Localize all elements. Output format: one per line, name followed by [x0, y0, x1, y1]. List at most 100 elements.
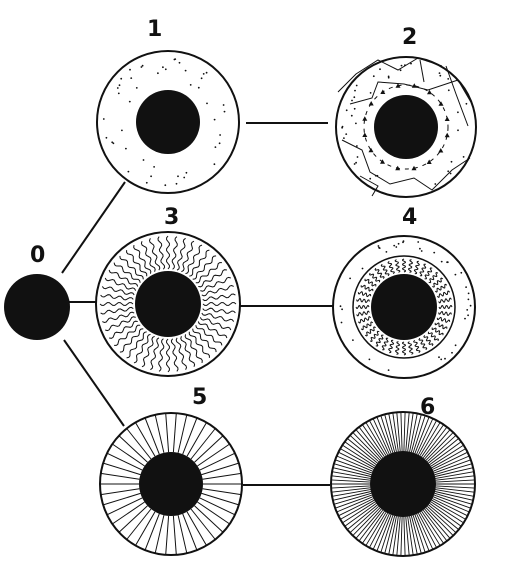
wavy-line: [388, 339, 395, 354]
stipple-dot: [162, 66, 164, 69]
wavy-line: [381, 337, 389, 351]
stipple-dot: [105, 136, 108, 139]
stipple-dot: [213, 118, 216, 121]
radial-line: [416, 513, 434, 550]
stipple-dot: [214, 146, 217, 149]
radial-line: [194, 435, 224, 463]
stipple-dot: [467, 314, 469, 317]
crack-line: [359, 175, 379, 197]
label-3: 3: [164, 205, 179, 230]
node-5-sparse-radial-shell: [99, 412, 243, 556]
wavy-line: [200, 276, 231, 292]
stipple-dot: [378, 247, 381, 250]
radial-line: [410, 515, 422, 554]
dark-core: [374, 95, 438, 159]
connector-0-5: [63, 339, 125, 427]
stipple-dot: [450, 160, 453, 163]
radial-line: [352, 507, 381, 536]
stipple-dot: [339, 305, 342, 308]
wavy-line: [380, 263, 390, 277]
wavy-line: [413, 339, 421, 354]
wavy-line: [431, 327, 444, 336]
radial-line: [332, 489, 371, 497]
radial-line: [405, 516, 410, 556]
stipple-dot: [454, 273, 457, 276]
stipple-dot: [125, 147, 127, 150]
radial-line: [118, 505, 148, 533]
wavy-line: [150, 337, 160, 371]
stipple-dot: [462, 156, 465, 158]
wavy-line: [423, 335, 434, 347]
radial-line: [421, 424, 444, 458]
wavy-line: [157, 236, 166, 270]
radial-line: [434, 491, 474, 501]
stipple-dot: [454, 344, 457, 347]
stipple-dot: [399, 69, 402, 72]
stipple-dot: [142, 159, 145, 161]
radial-line: [396, 412, 401, 452]
radial-line: [342, 444, 376, 467]
stipple-dot: [116, 87, 119, 89]
wavy-line: [438, 305, 453, 309]
label-5: 5: [192, 385, 207, 410]
wavy-line: [355, 305, 370, 309]
stipple-dot: [185, 171, 188, 174]
grain-triangle: [362, 116, 368, 121]
grain-triangle: [426, 159, 432, 164]
dark-core: [135, 271, 201, 337]
radial-line: [201, 462, 239, 476]
wavy-line: [171, 236, 178, 270]
radial-line: [362, 510, 385, 544]
radial-line: [349, 505, 380, 534]
node-6-dense-radial-shell: [330, 411, 476, 557]
stipple-dot: [465, 102, 468, 105]
radial-line: [338, 451, 374, 470]
radial-line: [342, 501, 376, 524]
wavy-line: [395, 341, 400, 355]
stipple-dot: [222, 104, 225, 106]
stipple-dot: [223, 110, 226, 113]
node-4-wavy-and-dotted-shell: [332, 235, 476, 379]
radial-line: [433, 459, 471, 474]
radial-line: [336, 496, 373, 513]
stipple-dot: [438, 356, 440, 359]
stipple-dot: [387, 75, 390, 78]
stipple-dot: [385, 251, 388, 253]
grain-triangle: [362, 132, 368, 137]
stipple-dot: [465, 286, 467, 288]
wavy-line: [427, 331, 439, 342]
radial-line: [418, 512, 437, 548]
radial-line: [380, 415, 394, 453]
radial-line: [103, 462, 141, 476]
radial-line: [182, 513, 198, 551]
radial-line: [112, 501, 145, 525]
wavy-line: [102, 311, 135, 324]
radial-line: [331, 487, 371, 493]
wavy-line: [436, 290, 451, 298]
wavy-line: [109, 320, 138, 339]
wavy-line: [402, 258, 406, 273]
stipple-dot: [355, 122, 357, 125]
stipple-dot: [164, 184, 167, 187]
wavy-line: [356, 298, 370, 303]
wavy-line: [201, 284, 234, 297]
connector-0-1: [61, 181, 126, 274]
radial-line: [431, 448, 466, 469]
wavy-line: [175, 337, 188, 370]
radial-line: [165, 413, 170, 453]
radial-line: [172, 515, 177, 555]
stipple-dot: [438, 72, 441, 74]
grain-triangle: [395, 165, 401, 171]
stipple-dot: [410, 62, 412, 65]
wavy-line: [185, 244, 203, 275]
radial-line: [331, 479, 371, 483]
radial-line: [384, 515, 396, 554]
stipple-dot: [361, 267, 364, 270]
stipple-dot: [460, 271, 463, 274]
stipple-dot: [206, 102, 208, 105]
radial-line: [409, 413, 418, 452]
radial-line: [392, 412, 399, 452]
stipple-dot: [197, 86, 200, 89]
stipple-dot: [356, 145, 358, 147]
radial-line: [433, 496, 470, 513]
